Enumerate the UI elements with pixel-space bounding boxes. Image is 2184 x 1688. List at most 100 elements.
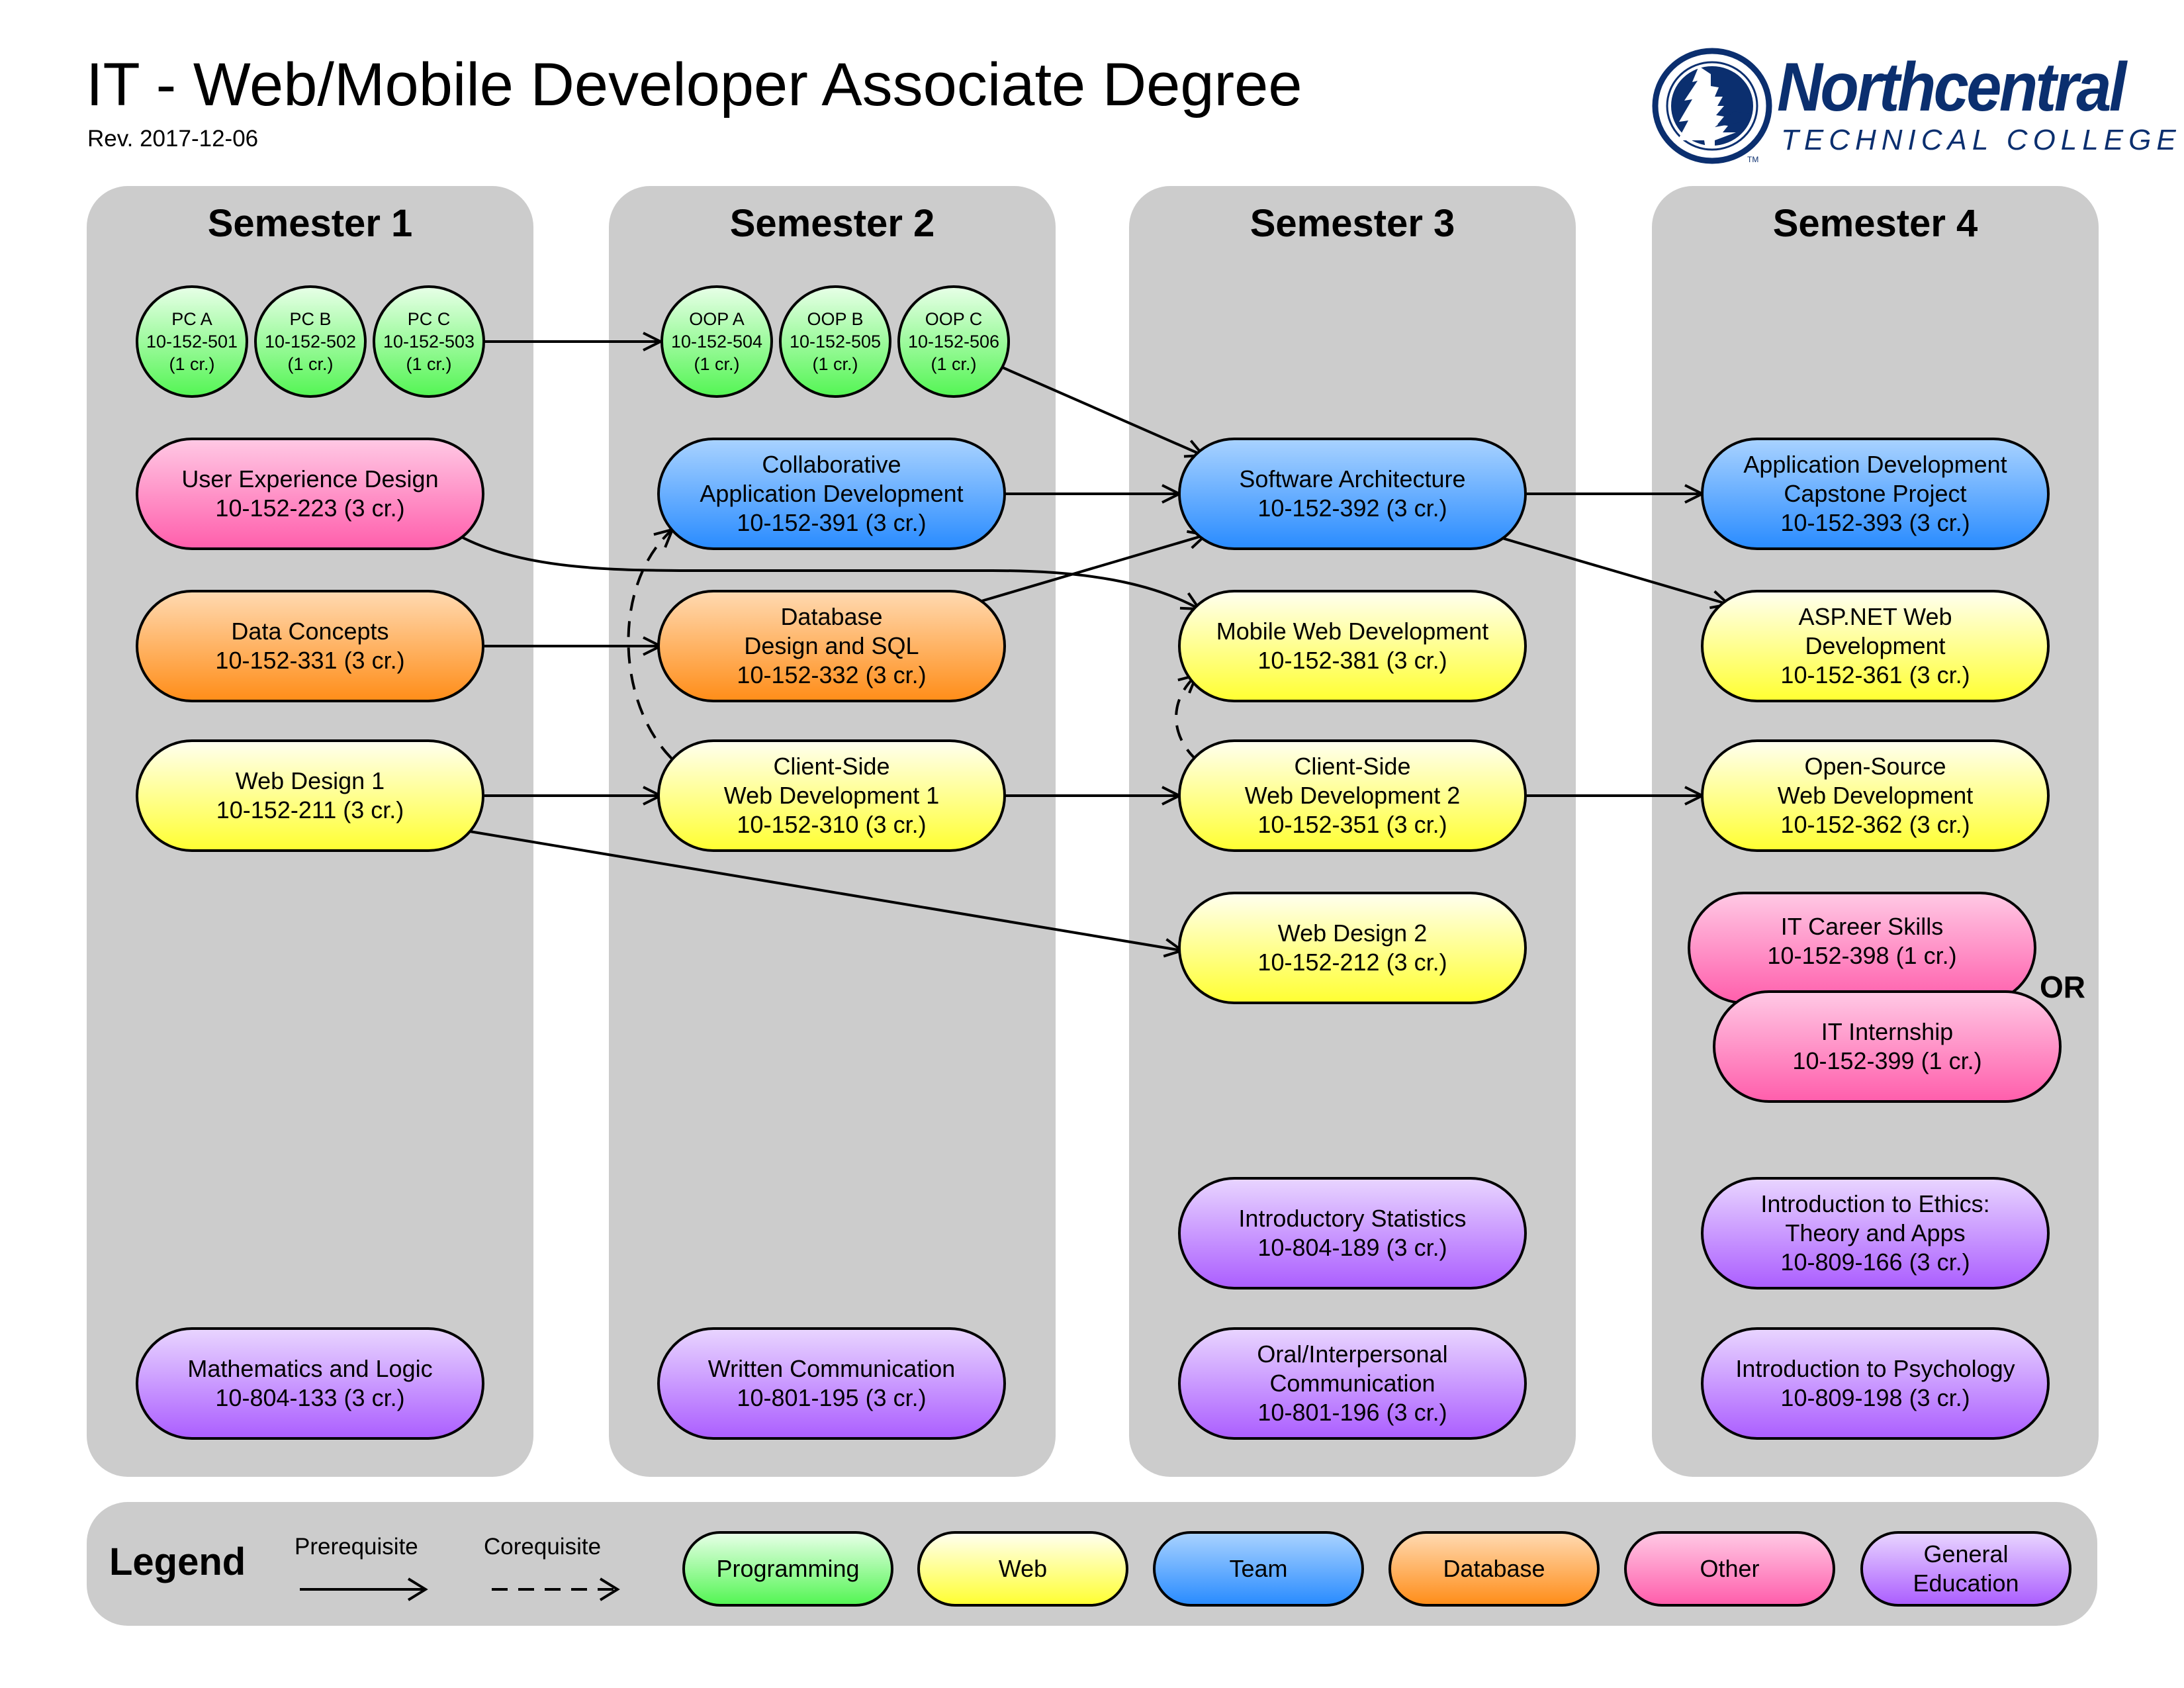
course-name: PC A (171, 309, 212, 329)
course-name-line-2: Communication (1269, 1370, 1435, 1397)
pine-tree-emblem-icon (1652, 48, 1772, 164)
course-name: User Experience Design (181, 465, 439, 492)
course-credits: (1 cr.) (287, 354, 334, 374)
course-name: PC C (407, 309, 451, 329)
course-number: 10-152-504 (670, 332, 763, 352)
course-name: Mobile Web Development (1216, 618, 1489, 645)
course-number: 10-152-331 (3 cr.) (215, 647, 405, 674)
course-number: 10-152-393 (3 cr.) (1780, 509, 1970, 536)
course-name-line-2: Capstone Project (1784, 480, 1967, 507)
legend-item-database: Database (1388, 1531, 1600, 1607)
course-name: IT Internship (1821, 1018, 1954, 1045)
course-name: Web Design 2 (1277, 919, 1428, 947)
course-number: 10-801-195 (3 cr.) (737, 1384, 927, 1411)
legend-item-label: Team (1229, 1555, 1288, 1582)
course-name: Introductory Statistics (1238, 1205, 1467, 1232)
semester-title: Semester 4 (1772, 202, 1978, 245)
course-name: Database (780, 603, 883, 630)
course-name: Software Architecture (1239, 465, 1466, 492)
course-number: 10-152-212 (3 cr.) (1257, 949, 1447, 976)
course-number: 10-809-198 (3 cr.) (1780, 1384, 1970, 1411)
course-name-line-2: Web Development (1777, 782, 1974, 809)
course-name: Oral/Interpersonal (1257, 1340, 1448, 1368)
course-number: 10-152-501 (146, 332, 238, 352)
or-label: OR (2040, 970, 2085, 1004)
course-number: 10-152-351 (3 cr.) (1257, 811, 1447, 838)
course-number: 10-152-502 (264, 332, 357, 352)
course-name: Application Development (1743, 451, 2007, 478)
course-number: 10-152-399 (1 cr.) (1792, 1047, 1982, 1074)
logo-trademark: TM (1747, 155, 1759, 164)
course-credits: (1 cr.) (812, 354, 858, 374)
course-number: 10-804-133 (3 cr.) (215, 1384, 405, 1411)
course-name: Collaborative (762, 451, 901, 478)
college-logo: Northcentral TECHNICAL COLLEGE TM (1651, 48, 2176, 170)
course-name-line-2: Application Development (700, 480, 964, 507)
course-name: ASP.NET Web (1798, 603, 1952, 630)
course-name: OOP C (925, 309, 983, 329)
prerequisite-arrow-icon (300, 1577, 428, 1601)
course-pc-a[interactable]: PC A 10-152-501(1 cr.) (136, 285, 248, 398)
legend-corequisite-label: Corequisite (484, 1534, 602, 1560)
legend-panel: Legend Prerequisite Corequisite Programm… (87, 1502, 2097, 1626)
course-number: 10-152-310 (3 cr.) (737, 811, 927, 838)
semester-title: Semester 3 (1250, 202, 1455, 245)
legend-prerequisite-label: Prerequisite (295, 1534, 418, 1560)
course-name: Open-Source (1804, 753, 1946, 780)
course-number: 10-801-196 (3 cr.) (1257, 1399, 1447, 1426)
corequisite-arrowhead-icon (599, 1577, 620, 1601)
course-credits: (1 cr.) (931, 354, 977, 374)
course-number: 10-152-391 (3 cr.) (737, 509, 927, 536)
legend-item-other: Other (1624, 1531, 1835, 1607)
course-name: Client-Side (1294, 753, 1411, 780)
course-name-line-2: Web Development 1 (723, 782, 940, 809)
legend-item-team: Team (1153, 1531, 1364, 1607)
logo-wordmark: Northcentral (1777, 49, 2126, 126)
course-credits: (1 cr.) (406, 354, 452, 374)
course-name: Data Concepts (231, 618, 389, 645)
course-number: 10-152-392 (3 cr.) (1257, 494, 1447, 522)
legend-item-label: Database (1443, 1555, 1545, 1582)
course-number: 10-152-332 (3 cr.) (737, 661, 927, 688)
legend-arrows (300, 1577, 620, 1601)
course-name: Introduction to Ethics: (1760, 1190, 1990, 1217)
course-number: 10-152-398 (1 cr.) (1767, 942, 1957, 969)
course-credits: (1 cr.) (169, 354, 215, 374)
course-number: 10-804-189 (3 cr.) (1257, 1234, 1447, 1261)
course-number: 10-152-362 (3 cr.) (1780, 811, 1970, 838)
legend-item-general-education: General Education (1860, 1531, 2071, 1607)
logo-subtitle: TECHNICAL COLLEGE (1781, 124, 2181, 156)
course-number: 10-152-223 (3 cr.) (215, 494, 405, 522)
course-number: 10-152-211 (3 cr.) (216, 796, 404, 823)
legend-item-label: Web (998, 1555, 1048, 1582)
legend-item-label: Programming (716, 1555, 860, 1582)
page-title: IT - Web/Mobile Developer Associate Degr… (86, 51, 1302, 118)
revision-date: Rev. 2017-12-06 (87, 126, 259, 152)
